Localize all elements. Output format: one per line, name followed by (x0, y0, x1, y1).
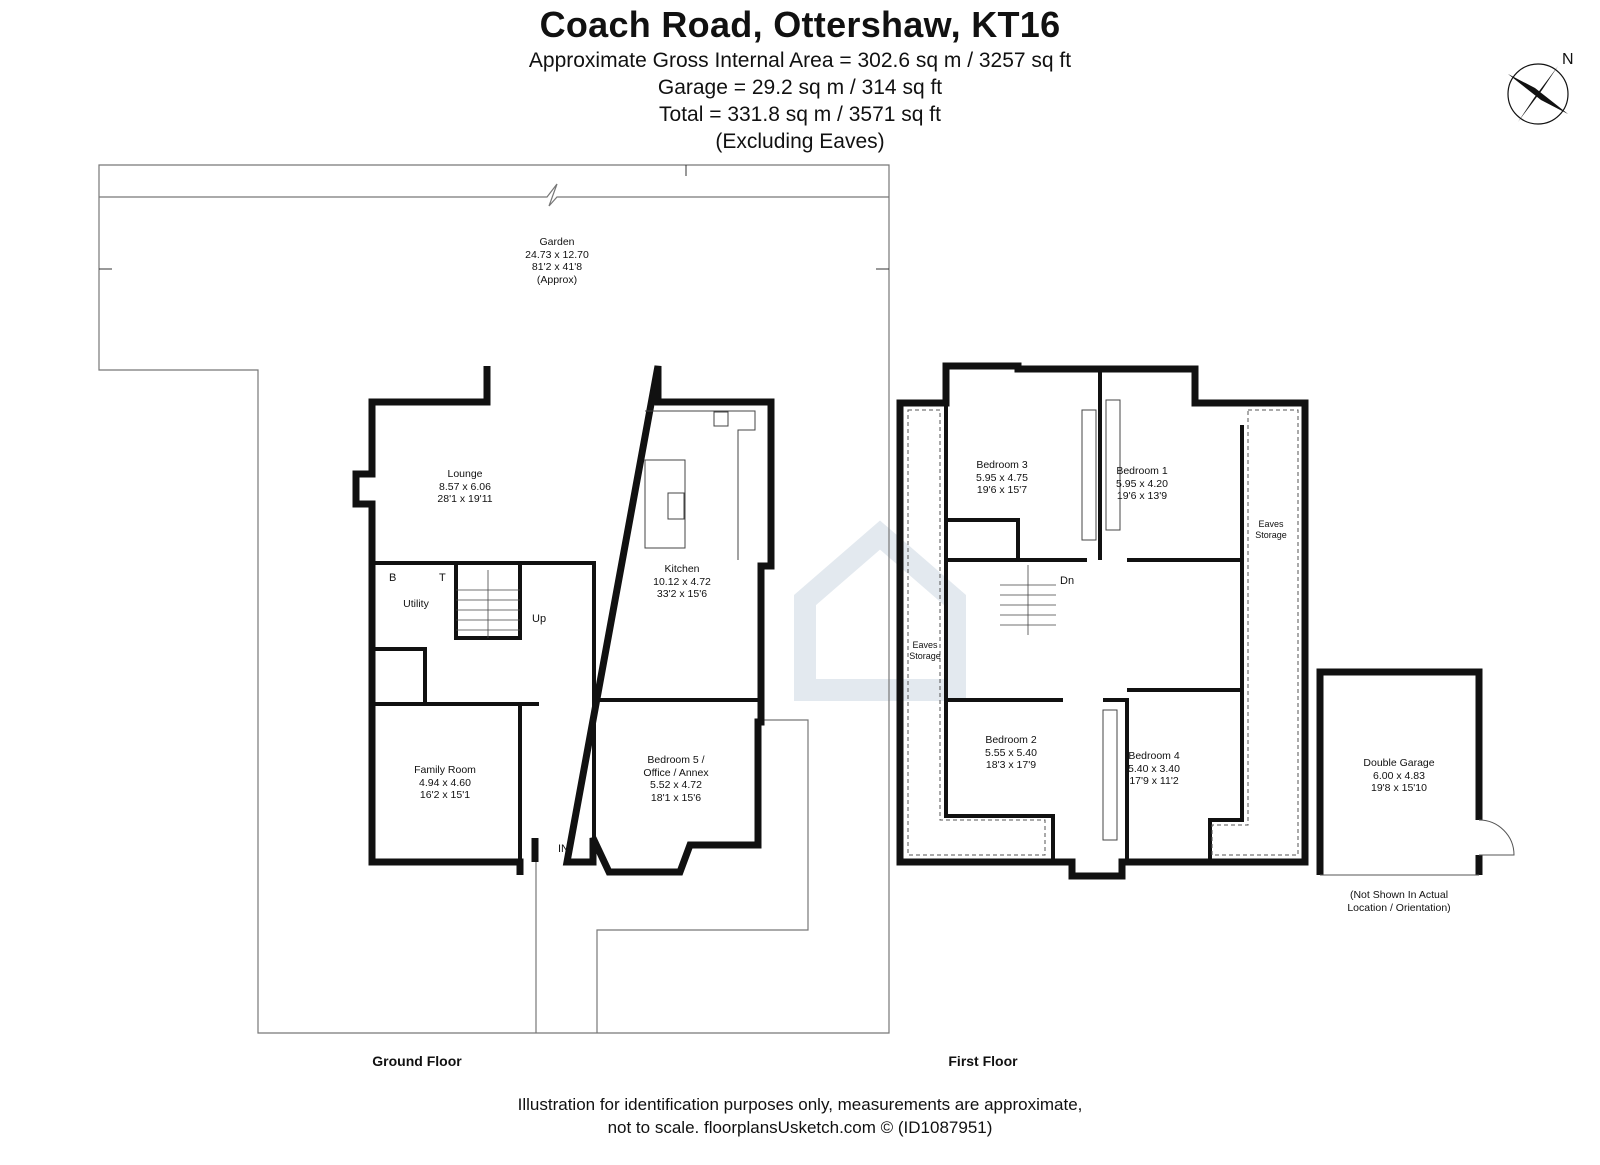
room-dim-imperial: 28'1 x 19'11 (437, 493, 493, 505)
room-name-2: Storage (909, 651, 941, 661)
entrance-label: IN (558, 843, 569, 855)
room-name: Bedroom 2 (985, 734, 1037, 746)
first-floor-walls (896, 362, 1309, 880)
room-dim-metric: 24.73 x 12.70 (525, 248, 589, 261)
disclaimer-line-1: Illustration for identification purposes… (517, 1095, 1083, 1114)
room-dim-imperial: 19'6 x 13'9 (1116, 490, 1168, 502)
note-line-1: (Not Shown In Actual (1349, 889, 1449, 901)
dimension-markers (99, 165, 889, 270)
plan-title: Coach Road, Ottershaw, KT16 (539, 4, 1061, 45)
room-label-bedroom-3: Bedroom 3 5.95 x 4.75 19'6 x 15'7 (976, 459, 1028, 497)
room-name-2: Office / Annex (643, 766, 709, 779)
room-label-garden: Garden 24.73 x 12.70 81'2 x 41'8 (Approx… (525, 236, 589, 286)
room-name: Garden (539, 236, 575, 248)
ground-floor-inner-walls (372, 561, 758, 862)
note-line-2: Location / Orientation) (1347, 901, 1451, 914)
room-dim-imperial: 17'9 x 11'2 (1129, 775, 1179, 787)
room-label-utility: Utility (403, 598, 429, 611)
ground-floor-walls (352, 365, 775, 876)
tank-label: T (439, 572, 446, 584)
room-label-eaves-right: Eaves Storage (1255, 519, 1287, 541)
room-label-lounge: Lounge 8.57 x 6.06 28'1 x 19'11 (437, 468, 492, 506)
stairs-first (1000, 565, 1056, 635)
room-name: Bedroom 5 / (647, 754, 705, 766)
room-name: Lounge (447, 468, 483, 480)
ground-floor-label: Ground Floor (372, 1053, 462, 1069)
room-dim-imperial: 81'2 x 41'8 (531, 261, 583, 273)
compass-label: N (1562, 51, 1574, 68)
room-dim-metric: 10.12 x 4.72 (653, 575, 711, 588)
room-dim-metric: 5.52 x 4.72 (650, 779, 702, 791)
room-dim-imperial: 19'6 x 15'7 (976, 484, 1028, 496)
first-floor-label: First Floor (948, 1053, 1018, 1069)
room-dim-metric: 6.00 x 4.83 (1373, 769, 1425, 782)
room-label-bedroom-2: Bedroom 2 5.55 x 5.40 18'3 x 17'9 (985, 734, 1037, 772)
stairs-ground (456, 570, 520, 638)
compass-icon (1507, 63, 1569, 125)
room-name: Bedroom 1 (1116, 465, 1168, 477)
room-label-bedroom-4: Bedroom 4 5.40 x 3.40 17'9 x 11'2 (1128, 750, 1180, 788)
room-dim-metric: 5.95 x 4.20 (1116, 477, 1168, 490)
room-dim-metric: 5.40 x 3.40 (1128, 762, 1180, 775)
watermark-logo (794, 520, 966, 701)
room-name: Eaves (1258, 519, 1284, 529)
gross-area: Approximate Gross Internal Area = 302.6 … (528, 49, 1072, 72)
garage-door (1320, 819, 1515, 876)
disclaimer: Illustration for identification purposes… (300, 1093, 1300, 1139)
room-label-family-room: Family Room 4.94 x 4.60 16'2 x 15'1 (414, 764, 476, 802)
room-name: Double Garage (1363, 757, 1435, 769)
room-dim-imperial: 33'2 x 15'6 (656, 588, 708, 600)
stairs-down-label: Dn (1060, 575, 1075, 587)
room-label-bedroom-5: Bedroom 5 / Office / Annex 5.52 x 4.72 1… (643, 754, 708, 804)
first-floor-inner-walls (944, 366, 1244, 862)
boiler-label: B (389, 572, 397, 584)
garage-walls (1316, 668, 1483, 875)
room-dim-metric: 8.57 x 6.06 (439, 480, 491, 493)
room-label-eaves-left: Eaves Storage (909, 640, 941, 662)
room-name: Kitchen (664, 563, 700, 575)
room-name: Bedroom 3 (976, 459, 1028, 471)
room-label-kitchen: Kitchen 10.12 x 4.72 33'2 x 15'6 (653, 563, 711, 601)
room-dim-metric: 5.95 x 4.75 (976, 471, 1028, 484)
garage-location-note: (Not Shown In Actual Location / Orientat… (1347, 889, 1450, 914)
room-name: Eaves (912, 640, 938, 650)
wardrobes (1081, 399, 1121, 841)
room-dim-metric: 4.94 x 4.60 (419, 776, 471, 789)
stairs-up-label: Up (532, 613, 547, 625)
kitchen-fittings (644, 410, 756, 560)
room-name: Utility (403, 598, 429, 610)
garden-outline (98, 164, 890, 1034)
total-area: Total = 331.8 sq m / 3571 sq ft (659, 103, 941, 126)
room-dim-metric: 5.55 x 5.40 (985, 746, 1037, 759)
room-note: (Approx) (536, 273, 578, 286)
room-dim-imperial: 16'2 x 15'1 (419, 789, 471, 801)
room-name-2: Storage (1255, 530, 1287, 540)
room-dim-imperial: 19'8 x 15'10 (1371, 782, 1427, 794)
area-note: (Excluding Eaves) (715, 130, 885, 153)
room-label-bedroom-1: Bedroom 1 5.95 x 4.20 19'6 x 13'9 (1116, 465, 1168, 503)
room-dim-imperial: 18'1 x 15'6 (650, 791, 702, 804)
room-dim-imperial: 18'3 x 17'9 (985, 759, 1037, 771)
disclaimer-line-2: not to scale. floorplansUsketch.com © (I… (607, 1118, 993, 1137)
room-name: Family Room (414, 764, 476, 776)
eaves-dashed (907, 409, 1299, 856)
room-name: Bedroom 4 (1128, 750, 1180, 762)
garage-area: Garage = 29.2 sq m / 314 sq ft (657, 76, 943, 99)
room-label-double-garage: Double Garage 6.00 x 4.83 19'8 x 15'10 (1363, 757, 1434, 795)
